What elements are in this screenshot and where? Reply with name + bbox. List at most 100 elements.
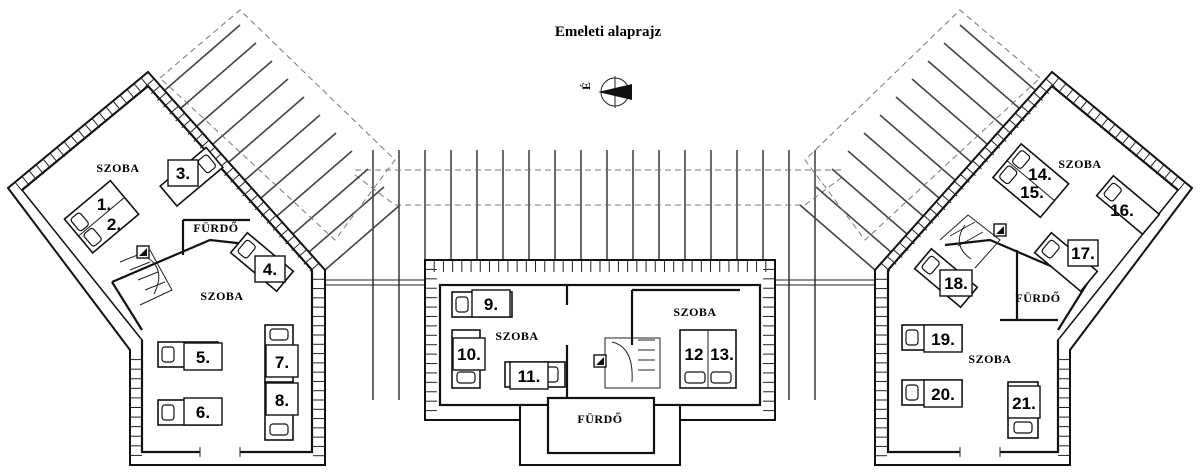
rafter-line (105, 106, 115, 117)
rafter-line (244, 114, 321, 181)
rafter-line (1064, 89, 1074, 99)
room-label-center-left: SZOBA (495, 329, 538, 343)
rafter-line (260, 208, 271, 217)
rafter-line (799, 204, 876, 271)
rafter-line (35, 164, 45, 175)
rafter-line (279, 228, 289, 238)
rafter-line (1008, 119, 1019, 129)
rafter-line (1057, 83, 1067, 94)
right-wing (874, 70, 1194, 466)
rafter-line (978, 153, 989, 163)
rafter-line (1045, 78, 1056, 88)
rafter-line (1002, 126, 1013, 135)
rafter-line (831, 168, 908, 235)
plan-title: Emeleti alaprajz (555, 24, 662, 40)
rafter-line (169, 105, 179, 115)
bath-label-right: FÜRDŐ (1015, 290, 1060, 305)
rafter-line (929, 208, 940, 217)
rafter-line (895, 96, 972, 163)
bed-number: 18. (944, 274, 968, 293)
bed-9: 9. (451, 289, 513, 318)
bed-19: 19. (901, 324, 963, 353)
rafter-line (966, 167, 976, 176)
rafter-line (1039, 85, 1050, 95)
rafter-line (990, 139, 1001, 149)
bath-label-center: FÜRDŐ (577, 411, 622, 426)
right-wing-rafters (799, 24, 1036, 271)
rafter-line (133, 83, 143, 94)
rafter-line (187, 126, 198, 135)
bed-8: 8. (264, 381, 299, 441)
room-label-left-top: SZOBA (96, 161, 139, 175)
bed-number: 8. (275, 391, 289, 410)
right-roof-outline (804, 9, 1041, 241)
bed-20: 20. (901, 379, 963, 408)
bed-number: 10. (457, 345, 481, 364)
rafter-line (119, 94, 129, 105)
bed-number: 11. (518, 367, 541, 386)
bed-number: 15. (1020, 183, 1044, 202)
rafter-line (815, 186, 892, 253)
room-label-left-main: SZOBA (200, 289, 243, 303)
rafter-line (91, 118, 101, 128)
bed-16 (1095, 174, 1161, 236)
rafter-line (303, 255, 314, 265)
rafter-line (984, 146, 995, 156)
bath-label-left: FÜRDŐ (193, 220, 238, 235)
rafter-line (1027, 98, 1037, 108)
bed-number: 17. (1071, 244, 1095, 263)
room-label-right-top: SZOBA (1058, 157, 1101, 171)
bed-number: 3. (176, 164, 190, 183)
bed-number: 16. (1110, 201, 1134, 220)
north-arrow-icon: É (579, 76, 632, 108)
rafter-line (309, 262, 320, 272)
rafter-line (1106, 123, 1116, 134)
bed-number: 2. (107, 215, 121, 234)
left-wing-rafters (164, 24, 401, 271)
bed-1-2 (63, 179, 140, 254)
rafter-line (164, 24, 241, 91)
rafter-line (324, 204, 401, 271)
bed-number: 5. (196, 348, 210, 367)
rafter-line (292, 168, 369, 235)
rafter-line (77, 129, 87, 140)
rafter-line (905, 235, 915, 245)
rafter-line (285, 235, 295, 245)
rafter-line (1148, 158, 1158, 169)
rafter-line (254, 201, 265, 211)
rafter-line (996, 133, 1007, 142)
rafter-line (1078, 100, 1088, 111)
room-label-right-main: SZOBA (968, 352, 1011, 366)
bed-number: 9. (484, 295, 498, 314)
rafter-line (1099, 118, 1109, 128)
room-label-center-right: SZOBA (673, 305, 716, 319)
rafter-line (308, 186, 385, 253)
bed-5: 5. (157, 341, 223, 371)
rafter-line (880, 262, 891, 272)
rafter-line (863, 132, 940, 199)
rafter-line (163, 98, 173, 108)
rafter-line (1169, 176, 1179, 186)
bed-number: 19. (931, 330, 955, 349)
rafter-line (886, 255, 897, 265)
left-roof-outline (159, 9, 396, 241)
bed-6: 6. (157, 397, 223, 426)
bed-17-label-box (1067, 239, 1099, 267)
bed-4-label-box (254, 255, 286, 283)
rafter-line (1155, 164, 1165, 175)
rafter-line (144, 78, 155, 88)
rafter-line (14, 181, 24, 192)
rafter-line (230, 174, 240, 183)
bed-number: 20. (931, 385, 955, 404)
rafter-line (1176, 181, 1186, 192)
rafter-line (276, 150, 353, 217)
bed-3-label-box (167, 159, 199, 187)
rafter-line (49, 152, 59, 163)
rafter-line (28, 170, 38, 181)
rafter-line (84, 123, 94, 134)
rafter-line (199, 139, 210, 149)
rafter-line (212, 78, 289, 145)
bed-number: 7. (275, 353, 289, 372)
rafter-line (927, 60, 1004, 127)
rafter-line (1033, 92, 1043, 101)
